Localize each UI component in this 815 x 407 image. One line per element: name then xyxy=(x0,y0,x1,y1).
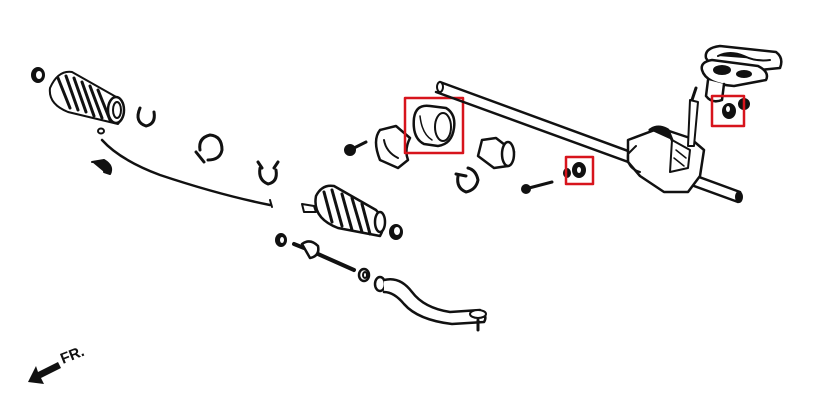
rack-bracket xyxy=(374,124,412,170)
hose-clip xyxy=(91,159,113,175)
outer-tie-rod-end xyxy=(373,275,487,332)
steering-gear-housing xyxy=(626,86,706,194)
inner-tie-rod xyxy=(292,240,356,272)
rack-bushing-large xyxy=(412,104,456,148)
bellows-boot-left xyxy=(48,70,126,125)
highlight-box-large-bushing xyxy=(403,96,465,155)
rack-mount-bushing-small xyxy=(572,162,586,178)
bushing-cylinder xyxy=(476,136,516,170)
bolt-b xyxy=(521,180,554,194)
tube-end xyxy=(269,199,273,208)
highlight-box-small-bushing xyxy=(564,155,595,186)
arrow-left-down-icon xyxy=(28,362,61,384)
seal-tierod xyxy=(275,233,287,247)
bellows-boot-right xyxy=(301,184,387,238)
highlight-box-pinion-bushing xyxy=(710,94,746,128)
clamp-b xyxy=(256,160,280,186)
dust-seal-left xyxy=(31,67,45,83)
clamp-a xyxy=(194,133,224,164)
tie-rod-nut xyxy=(357,267,371,283)
bolt-a xyxy=(344,140,368,156)
front-direction-indicator xyxy=(28,362,61,384)
boot-clip-left xyxy=(136,106,156,128)
clip-small xyxy=(97,127,105,135)
breather-tube xyxy=(100,138,272,207)
clamp-c xyxy=(454,166,480,194)
boot-seal-right xyxy=(389,224,403,240)
